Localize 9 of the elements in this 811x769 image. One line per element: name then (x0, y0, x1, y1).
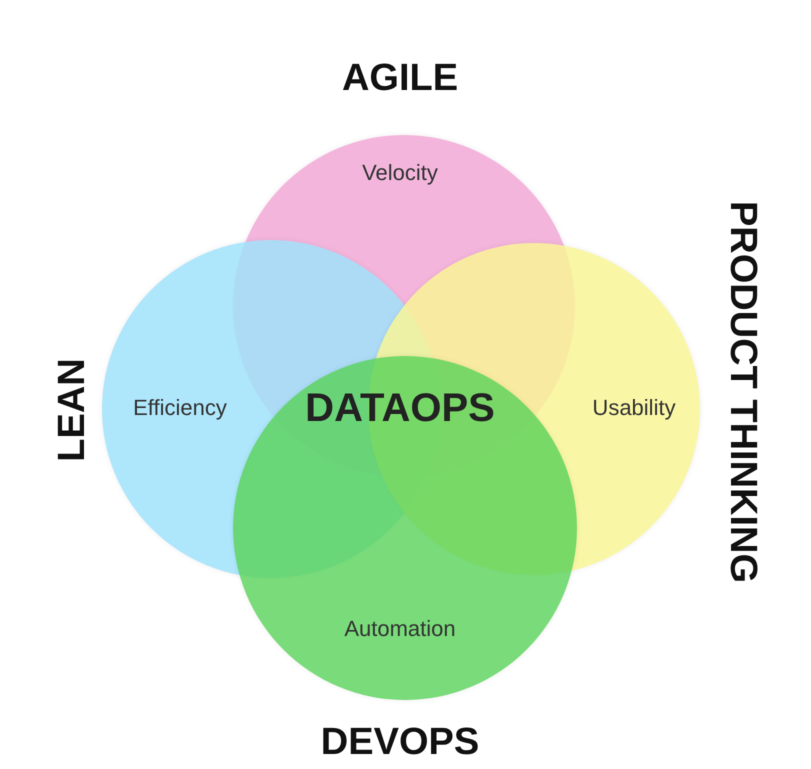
set-label: Efficiency (133, 396, 227, 420)
set-heading: DEVOPS (320, 723, 480, 761)
set-label: Automation (344, 616, 456, 642)
set-heading: PRODUCT THINKING (724, 200, 762, 584)
set-label: Usability (592, 396, 676, 420)
set-heading: LEAN (53, 358, 91, 462)
center-label: DATAOPS (305, 388, 495, 428)
set-label: Velocity (362, 160, 438, 186)
set-heading: AGILE (342, 59, 458, 97)
